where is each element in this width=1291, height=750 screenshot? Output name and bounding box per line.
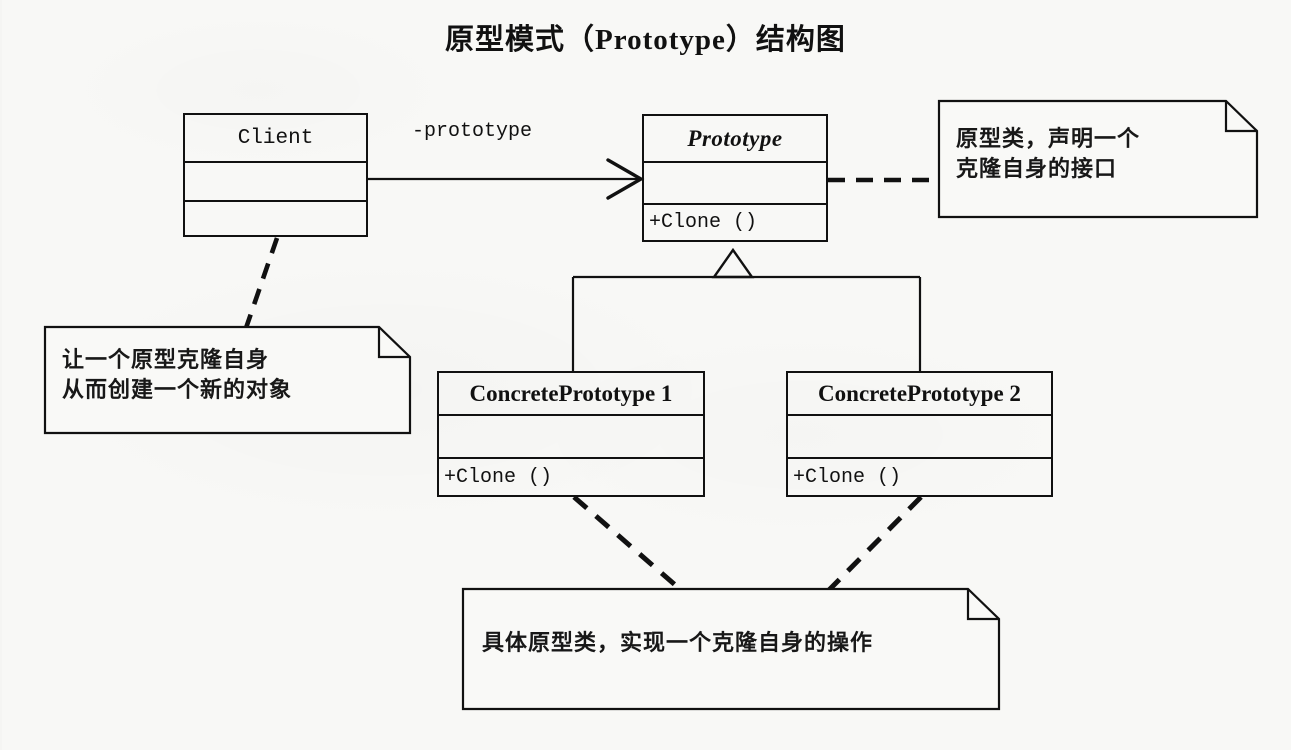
class-attributes-prototype <box>644 161 826 203</box>
note-shape-concrete <box>461 587 1001 711</box>
class-operations-client <box>185 200 366 237</box>
note-link-client <box>243 237 280 329</box>
note-shape-prototype <box>937 99 1259 219</box>
note-text-client: 让一个原型克隆自身 从而创建一个新的对象 <box>62 347 293 402</box>
class-name-prototype: Prototype <box>687 125 783 151</box>
note-shape-client <box>43 325 412 435</box>
note-text-prototype: 原型类，声明一个 克隆自身的接口 <box>956 126 1141 181</box>
note-link-concrete2 <box>827 495 923 592</box>
note-link-concrete1 <box>572 495 683 592</box>
class-operations-concrete-prototype-2: +Clone () <box>788 457 1051 495</box>
edge-label-prototype: -prototype <box>412 120 533 143</box>
class-name-concrete-prototype-1: ConcretePrototype 1 <box>469 380 673 406</box>
class-box-client[interactable]: Client <box>183 113 368 237</box>
note-text-concrete-prototypes: 具体原型类，实现一个克隆自身的操作 <box>482 630 874 655</box>
class-attributes-client <box>185 161 366 200</box>
class-operations-prototype: +Clone () <box>644 203 826 240</box>
note-concrete-prototypes[interactable]: 具体原型类，实现一个克隆自身的操作 <box>461 587 1001 711</box>
class-attributes-concrete-prototype-1 <box>439 414 703 457</box>
class-name-client: Client <box>237 126 314 150</box>
class-box-concrete-prototype-1[interactable]: ConcretePrototype 1 +Clone () <box>437 371 705 497</box>
generalization-tree <box>571 247 922 371</box>
note-prototype[interactable]: 原型类，声明一个 克隆自身的接口 <box>937 99 1259 219</box>
class-name-concrete-prototype-2: ConcretePrototype 2 <box>818 380 1021 406</box>
class-attributes-concrete-prototype-2 <box>788 414 1051 457</box>
class-operations-concrete-prototype-1: +Clone () <box>439 457 703 495</box>
class-box-prototype[interactable]: Prototype +Clone () <box>642 114 828 242</box>
diagram-title: 原型模式（Prototype）结构图 <box>445 24 846 56</box>
note-client[interactable]: 让一个原型克隆自身 从而创建一个新的对象 <box>43 325 412 435</box>
association-client-prototype <box>368 158 645 200</box>
class-box-concrete-prototype-2[interactable]: ConcretePrototype 2 +Clone () <box>786 371 1053 497</box>
